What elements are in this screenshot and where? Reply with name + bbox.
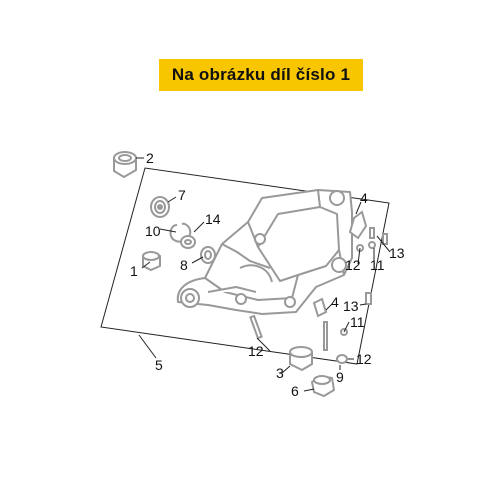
callout-4-lower: 4 (331, 294, 339, 310)
callout-6: 6 (291, 383, 299, 399)
bracket-part (348, 210, 368, 240)
assembly-frame-outline (100, 167, 390, 365)
callout-10: 10 (145, 223, 161, 239)
swingarm-part (176, 189, 353, 315)
callout-14: 14 (205, 211, 221, 227)
callout-2: 2 (146, 150, 154, 166)
small-bearing-part (200, 246, 216, 264)
nut-part (310, 374, 336, 398)
leader-lines (136, 157, 391, 392)
callout-11-lower: 11 (350, 314, 365, 330)
callout-12-left: 12 (248, 343, 264, 359)
rubber-mount-part (289, 346, 313, 372)
callout-1: 1 (130, 263, 138, 279)
callout-12-upper: 12 (345, 257, 361, 273)
callout-12-right: 12 (356, 351, 372, 367)
lower-bracket-part (249, 292, 372, 351)
callout-13-lower: 13 (343, 298, 359, 314)
callout-labels: 2 7 10 14 1 8 4 13 11 12 4 13 11 5 12 12… (130, 150, 405, 399)
bushing-part (113, 150, 137, 179)
callout-11-upper: 11 (370, 257, 385, 273)
bearing-part (150, 196, 170, 218)
spacer-part (180, 235, 196, 249)
part-number-banner: Na obrázku díl číslo 1 (159, 59, 363, 91)
callout-4-upper: 4 (360, 190, 368, 206)
callout-7: 7 (178, 187, 186, 203)
callout-9: 9 (336, 369, 344, 385)
callout-5: 5 (155, 357, 163, 373)
callout-13-upper: 13 (389, 245, 405, 261)
silent-block-part (142, 250, 161, 272)
upper-bolts (356, 227, 388, 252)
banner-text: Na obrázku díl číslo 1 (171, 65, 351, 84)
callout-3: 3 (276, 365, 284, 381)
callout-8: 8 (180, 257, 188, 273)
washer-part (336, 354, 348, 364)
